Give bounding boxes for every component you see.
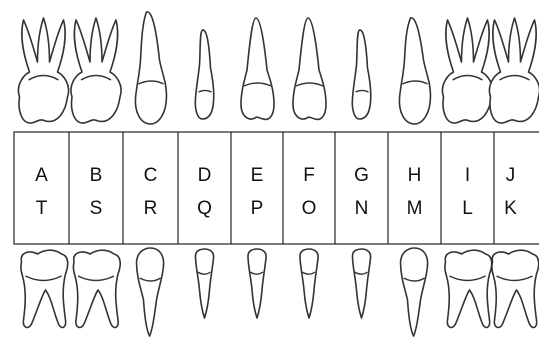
lower-tooth-letter: Q [197, 198, 212, 219]
upper-tooth-letter: C [144, 165, 158, 186]
lower-tooth-letter: T [36, 198, 48, 219]
upper-molar-icon [18, 18, 68, 123]
upper-tooth-letter: F [303, 165, 315, 186]
lower-tooth-letter: K [504, 198, 517, 219]
upper-central-incisor-icon [293, 18, 326, 119]
upper-tooth-letter: J [506, 165, 516, 186]
lower-tooth-letter: O [302, 198, 317, 219]
lower-teeth-row [21, 248, 539, 336]
upper-teeth-row [18, 12, 539, 124]
upper-canine-icon [399, 18, 430, 124]
lower-canine-icon [137, 248, 164, 336]
upper-tooth-letter: B [90, 165, 103, 186]
lower-canine-icon [401, 248, 428, 336]
lower-molar-icon [492, 250, 539, 327]
upper-tooth-letter: E [251, 165, 264, 186]
upper-molar-icon [489, 18, 539, 123]
lower-tooth-letter: L [462, 198, 473, 219]
upper-tooth-letter: I [465, 165, 470, 186]
lower-tooth-letter: P [251, 198, 264, 219]
upper-tooth-letter: A [35, 165, 48, 186]
upper-molar-icon [71, 18, 121, 123]
upper-central-incisor-icon [241, 18, 274, 119]
upper-molar-icon [442, 18, 492, 123]
lower-incisor-icon [248, 249, 266, 318]
lower-incisor-icon [353, 249, 371, 318]
upper-lateral-incisor-icon [352, 30, 370, 119]
lower-tooth-letter: M [407, 198, 423, 219]
letter-grid [14, 132, 539, 244]
lower-tooth-letter: R [144, 198, 158, 219]
grid-border [14, 132, 539, 244]
lower-molar-icon [21, 250, 68, 327]
lower-molar-icon [445, 250, 492, 327]
lower-tooth-letter: N [355, 198, 369, 219]
upper-lateral-incisor-icon [195, 30, 213, 119]
letter-labels: A B C D E F G H I J T S R Q P O N M L K [35, 165, 517, 219]
lower-molar-icon [73, 250, 120, 327]
lower-tooth-letter: S [90, 198, 103, 219]
upper-tooth-letter: H [408, 165, 422, 186]
upper-tooth-letter: D [198, 165, 212, 186]
lower-incisor-icon [300, 249, 318, 318]
lower-incisor-icon [196, 249, 214, 318]
upper-canine-icon [135, 12, 166, 124]
upper-tooth-letter: G [354, 165, 369, 186]
